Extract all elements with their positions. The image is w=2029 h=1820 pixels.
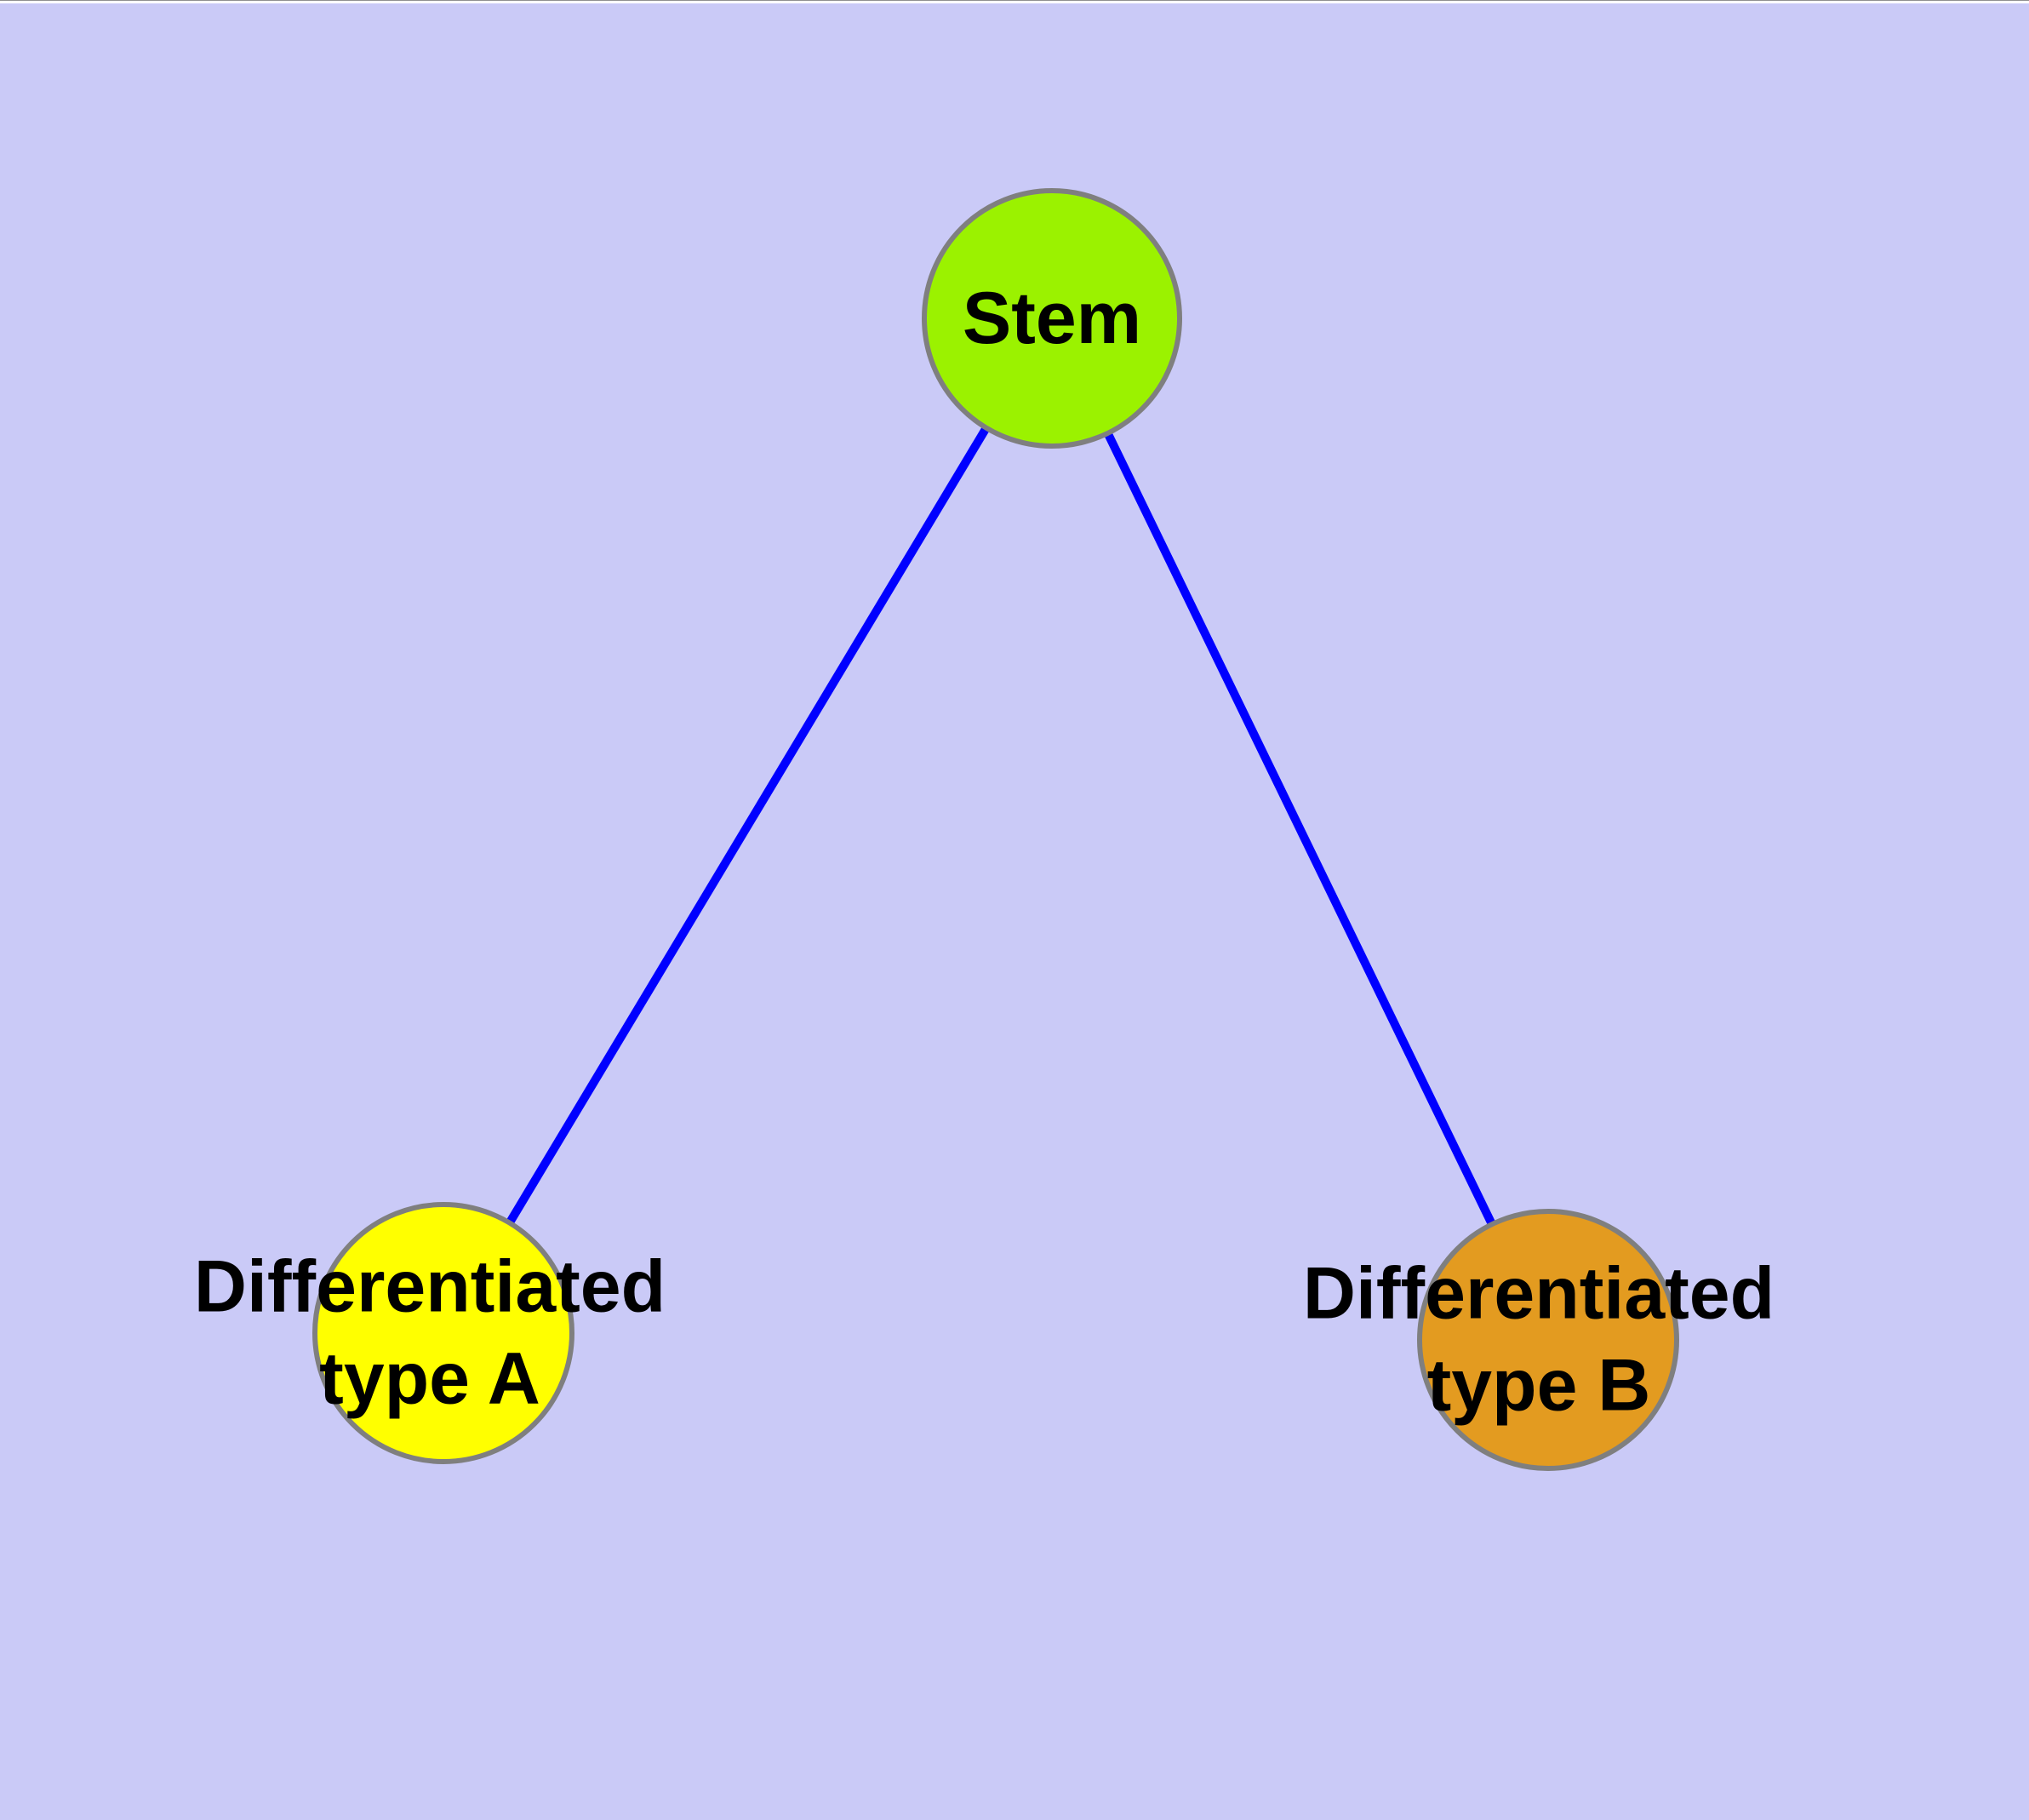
node-differentiated-type-b-label-line2: type B [1426,1345,1651,1427]
edge-stem-to-type-a [439,316,1056,1336]
node-stem-label: Stem [962,277,1142,359]
node-differentiated-type-b-circle [1417,1209,1679,1471]
node-stem-circle [922,188,1182,449]
edge-stem-to-type-b [1048,316,1552,1342]
node-differentiated-type-a-label-line2: type A [319,1338,540,1420]
node-differentiated-type-b-label-line1: Differentiated [1302,1252,1775,1335]
top-margin-strip [0,0,2029,3]
node-differentiated-type-a-label: Differentiated type A [194,1241,666,1426]
node-differentiated-type-a-label-line1: Differentiated [193,1245,666,1328]
node-differentiated-type-a-circle [312,1202,574,1464]
node-differentiated-type-b-label: Differentiated type B [1303,1248,1775,1433]
